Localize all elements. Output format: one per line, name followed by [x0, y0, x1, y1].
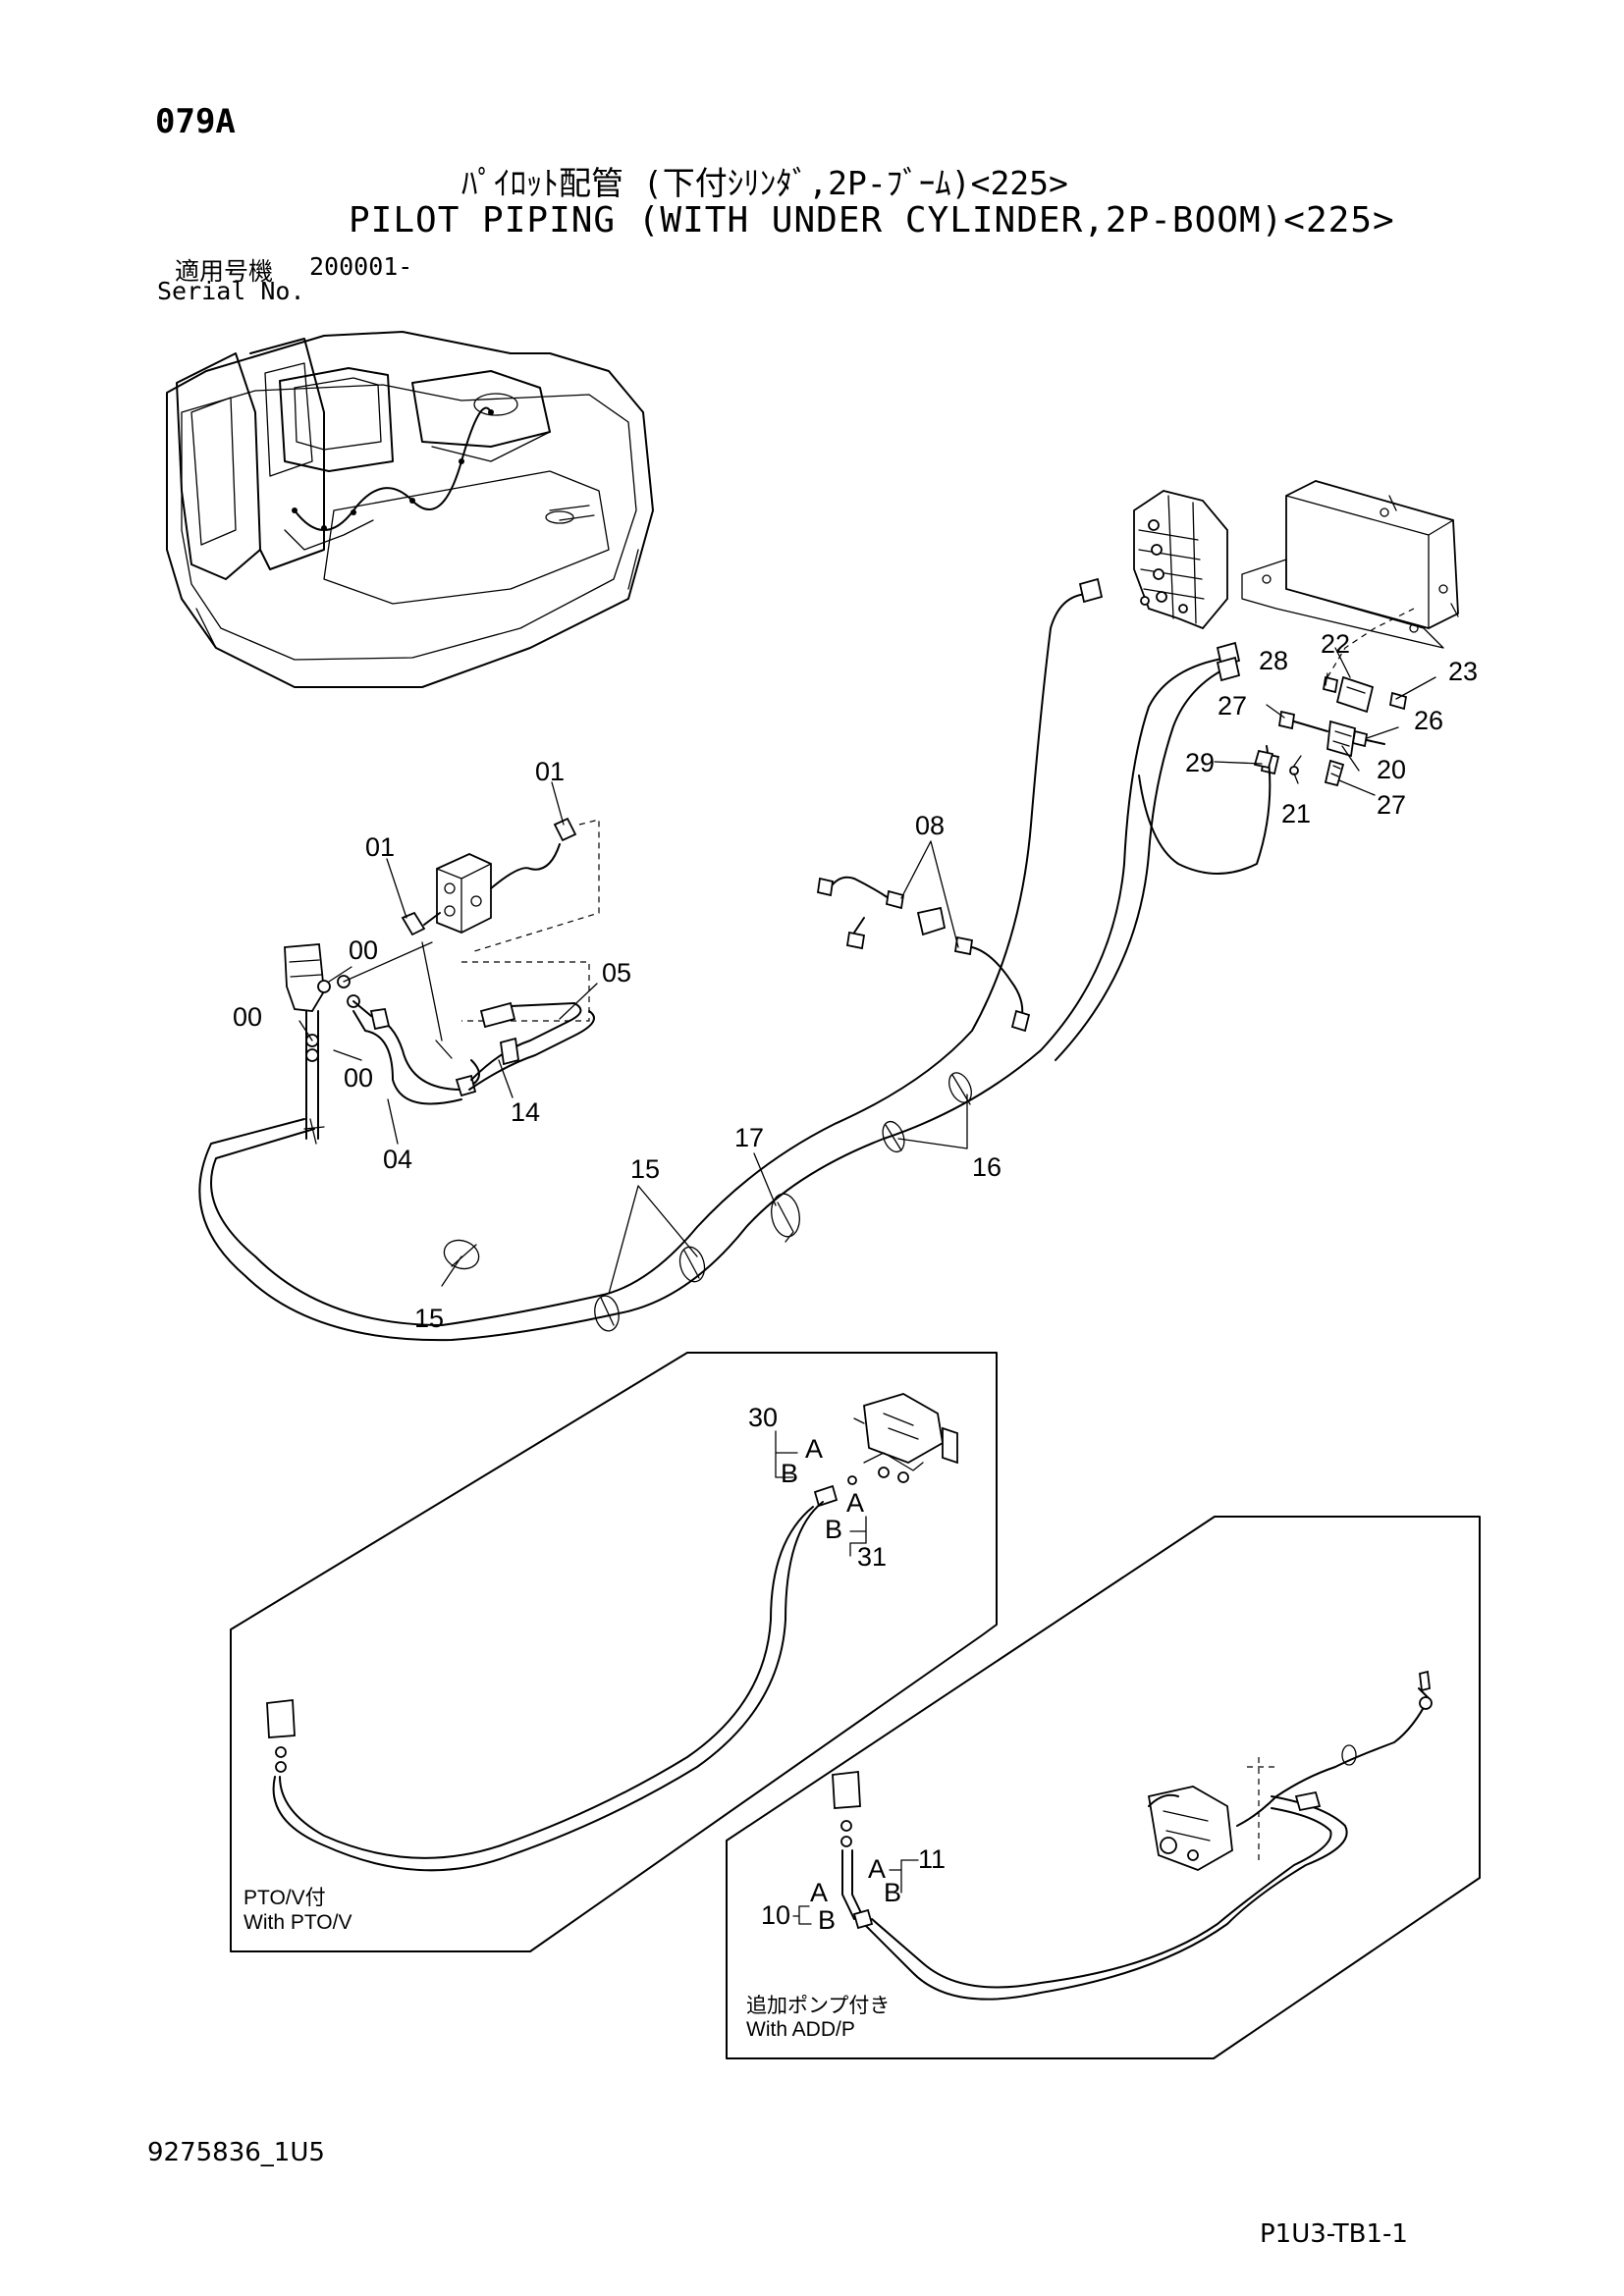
callout-27-upper: 27 — [1218, 691, 1247, 721]
inset-addp-label-en: With ADD/P — [746, 2018, 855, 2041]
callout-15-lower: 15 — [414, 1304, 444, 1333]
inset-pto — [230, 1352, 998, 1952]
sheet-code: P1U3-TB1-1 — [1260, 2219, 1408, 2249]
callout-01-left: 01 — [365, 832, 395, 862]
inset-addp-label-jp: 追加ポンプ付き — [746, 1995, 890, 2017]
callout-00-left: 00 — [233, 1002, 262, 1032]
callout-labels: 01 01 00 00 00 05 14 04 08 22 28 23 27 2… — [233, 629, 1478, 1333]
hose-end-a-11: A — [868, 1854, 886, 1884]
callout-10: 10 — [761, 1900, 790, 1930]
callout-14: 14 — [511, 1097, 540, 1127]
inset-pto-label-jp: PTO/V付 — [244, 1887, 326, 1909]
drawing-number: 9275836_1U5 — [147, 2138, 325, 2167]
leader-lines — [298, 647, 1436, 1295]
hose-end-a-31: A — [846, 1488, 864, 1518]
control-valve — [1133, 490, 1228, 630]
callout-16: 16 — [972, 1152, 1001, 1182]
machine-overview — [166, 331, 654, 688]
callout-29: 29 — [1185, 748, 1215, 777]
hose-end-b-11: B — [884, 1878, 901, 1907]
callout-17: 17 — [734, 1123, 764, 1152]
hose-end-a-10: A — [810, 1878, 828, 1907]
hose-end-b-30: B — [781, 1459, 798, 1488]
page-code: 079A — [155, 102, 236, 141]
inset-addp — [726, 1516, 1481, 2059]
callout-20: 20 — [1377, 755, 1406, 784]
hose-end-b-31: B — [825, 1515, 842, 1544]
fittings-group — [1260, 608, 1415, 787]
callout-15-upper: 15 — [630, 1154, 660, 1184]
main-hose-runs — [198, 577, 1274, 1342]
callout-11: 11 — [918, 1844, 946, 1874]
callout-00-top: 00 — [349, 935, 378, 965]
serial-label-english: Serial No. — [157, 277, 305, 305]
callout-23: 23 — [1448, 657, 1478, 686]
callout-26: 26 — [1414, 706, 1443, 735]
callout-04: 04 — [383, 1145, 412, 1174]
callout-31: 31 — [857, 1542, 887, 1572]
title-japanese: ﾊﾟｲﾛｯﾄ配管 (下付ｼﾘﾝﾀﾞ,2P-ﾌﾞｰﾑ)<225> — [461, 164, 1068, 202]
callout-22: 22 — [1321, 629, 1350, 659]
hose-detail-08 — [816, 876, 1031, 1033]
callout-27-lower: 27 — [1377, 790, 1406, 820]
callout-28: 28 — [1259, 646, 1288, 675]
callout-05: 05 — [602, 958, 631, 988]
inset-pto-labels: 30 A B A B 31 PTO/V付 With PTO/V — [244, 1403, 887, 1934]
pilot-valve-assembly — [284, 817, 600, 1140]
hose-end-a-30: A — [805, 1434, 823, 1464]
callout-01-upper: 01 — [535, 757, 565, 786]
callout-00-bottom: 00 — [344, 1063, 373, 1093]
serial-value: 200001- — [309, 252, 413, 281]
callout-30: 30 — [748, 1403, 778, 1432]
inset-pto-label-en: With PTO/V — [244, 1911, 352, 1934]
title-english: PILOT PIPING (WITH UNDER CYLINDER,2P-BOO… — [349, 200, 1395, 240]
callout-21: 21 — [1281, 799, 1311, 828]
inset-addp-labels: A B 11 A B 10 追加ポンプ付き With ADD/P — [746, 1844, 946, 2041]
serial-label-japanese: 適用号機 — [175, 257, 274, 286]
callout-08: 08 — [915, 811, 945, 840]
hose-end-b-10: B — [818, 1905, 836, 1935]
mounting-bracket — [1241, 480, 1459, 649]
